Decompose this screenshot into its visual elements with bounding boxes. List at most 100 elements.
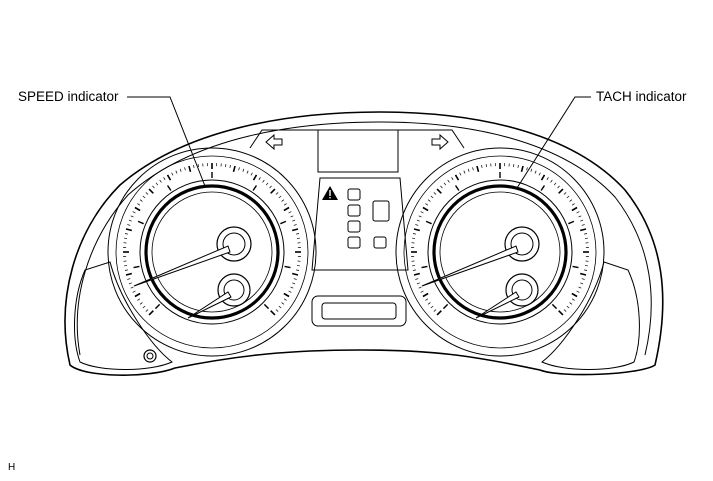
speed-tick bbox=[134, 206, 141, 212]
tach-tick bbox=[571, 206, 578, 212]
tach-tick bbox=[540, 174, 546, 181]
tach-major-tick bbox=[442, 303, 449, 310]
tach-major-tick bbox=[421, 265, 428, 269]
speed-tick bbox=[148, 310, 154, 316]
indicator-lamp-5 bbox=[373, 236, 387, 249]
tach-tick bbox=[440, 185, 443, 189]
tach-tick bbox=[569, 199, 573, 202]
tach-tick bbox=[580, 282, 584, 285]
speed-bezel-outer bbox=[107, 147, 317, 357]
tach-tick bbox=[425, 298, 429, 301]
tach-major-tick bbox=[568, 220, 575, 225]
speed-tick bbox=[166, 174, 172, 181]
speed-tick bbox=[281, 302, 285, 305]
speed-tick bbox=[290, 215, 294, 218]
speed-tick bbox=[296, 269, 300, 271]
tach-major-tick bbox=[540, 185, 546, 191]
tach-tick bbox=[412, 269, 416, 271]
tach-tick bbox=[553, 182, 557, 186]
lower-display-inner bbox=[321, 302, 397, 320]
tach-tick bbox=[416, 219, 420, 222]
trip-knob-inner bbox=[146, 352, 154, 360]
tach-tick bbox=[584, 233, 588, 235]
indicator-lamp-3 bbox=[347, 220, 361, 233]
tach-tick bbox=[427, 302, 431, 305]
indicator-lamp-2 bbox=[347, 204, 361, 217]
tach-tick bbox=[563, 309, 567, 312]
tach-tick bbox=[538, 172, 541, 176]
tach-tick bbox=[425, 203, 429, 206]
speed-tick bbox=[246, 170, 249, 174]
tach-tick bbox=[569, 302, 573, 305]
tach-tick bbox=[563, 192, 567, 195]
tach-tick bbox=[433, 192, 437, 195]
speed-tick bbox=[184, 167, 186, 171]
tach-dial-ring bbox=[427, 179, 573, 325]
speed-tick bbox=[283, 292, 290, 298]
speed-gauge bbox=[107, 147, 317, 357]
speed-tick bbox=[159, 179, 162, 183]
speed-tick bbox=[281, 199, 285, 202]
tach-tick bbox=[463, 170, 466, 174]
tach-inner-ring bbox=[439, 191, 561, 313]
tach-tick bbox=[476, 165, 480, 173]
speed-tick bbox=[269, 185, 272, 189]
speed-major-tick bbox=[284, 265, 291, 269]
tach-tick bbox=[581, 278, 585, 280]
tach-tick bbox=[412, 233, 416, 235]
tach-main-needle bbox=[421, 245, 519, 287]
tach-tick bbox=[467, 168, 470, 172]
speed-tick bbox=[145, 309, 149, 312]
speed-inner-ring bbox=[151, 191, 273, 313]
speed-dial-face bbox=[144, 184, 280, 320]
speed-tick bbox=[250, 172, 253, 176]
speed-tick bbox=[293, 278, 297, 280]
tach-tick bbox=[427, 199, 431, 202]
speed-bezel-ring bbox=[115, 155, 309, 349]
tach-tick bbox=[416, 282, 420, 285]
tach-tick bbox=[454, 174, 460, 181]
tach-tick bbox=[576, 290, 580, 293]
tach-gauge bbox=[395, 147, 605, 357]
tach-tick bbox=[433, 309, 437, 312]
speed-tick bbox=[292, 282, 296, 285]
tach-tick bbox=[566, 305, 570, 309]
tach-tick bbox=[447, 179, 450, 183]
speed-tick bbox=[252, 174, 258, 181]
lower-display-outer bbox=[311, 295, 407, 327]
speed-tick bbox=[152, 185, 155, 189]
top-display-window bbox=[317, 129, 399, 173]
tach-sub-hub-inner bbox=[511, 279, 533, 301]
tach-tick bbox=[558, 188, 564, 194]
tach-tick bbox=[472, 167, 474, 171]
speed-major-tick bbox=[280, 220, 287, 225]
speed-tick bbox=[128, 282, 132, 285]
speed-sub-hub-inner bbox=[223, 279, 245, 301]
right-arrow-icon bbox=[431, 133, 449, 151]
cluster-housing-inner bbox=[76, 121, 652, 356]
speed-dial-ring bbox=[139, 179, 285, 325]
right-side-pod bbox=[541, 261, 640, 370]
speed-tick bbox=[132, 290, 136, 293]
speed-tick bbox=[283, 298, 287, 301]
speed-tick bbox=[124, 269, 128, 271]
tach-tick bbox=[422, 206, 429, 212]
left-side-pod bbox=[74, 261, 173, 370]
speed-tick bbox=[270, 310, 276, 316]
speed-tick bbox=[265, 182, 269, 186]
tach-tick bbox=[530, 168, 533, 172]
left-arrow-icon bbox=[265, 133, 283, 151]
speed-tick bbox=[278, 305, 282, 309]
tach-tick bbox=[430, 305, 434, 309]
tach-bezel-outer bbox=[395, 147, 605, 357]
speed-tick bbox=[291, 272, 299, 276]
speed-major-tick bbox=[252, 185, 258, 191]
speed-tick bbox=[275, 192, 279, 195]
speed-tick bbox=[262, 179, 265, 183]
speed-tick bbox=[142, 195, 146, 199]
tach-tick bbox=[415, 278, 419, 280]
speed-leader-line bbox=[127, 96, 206, 187]
speed-tick bbox=[137, 203, 141, 206]
tach-major-tick bbox=[454, 185, 460, 191]
indicator-lamp-large bbox=[372, 200, 390, 222]
